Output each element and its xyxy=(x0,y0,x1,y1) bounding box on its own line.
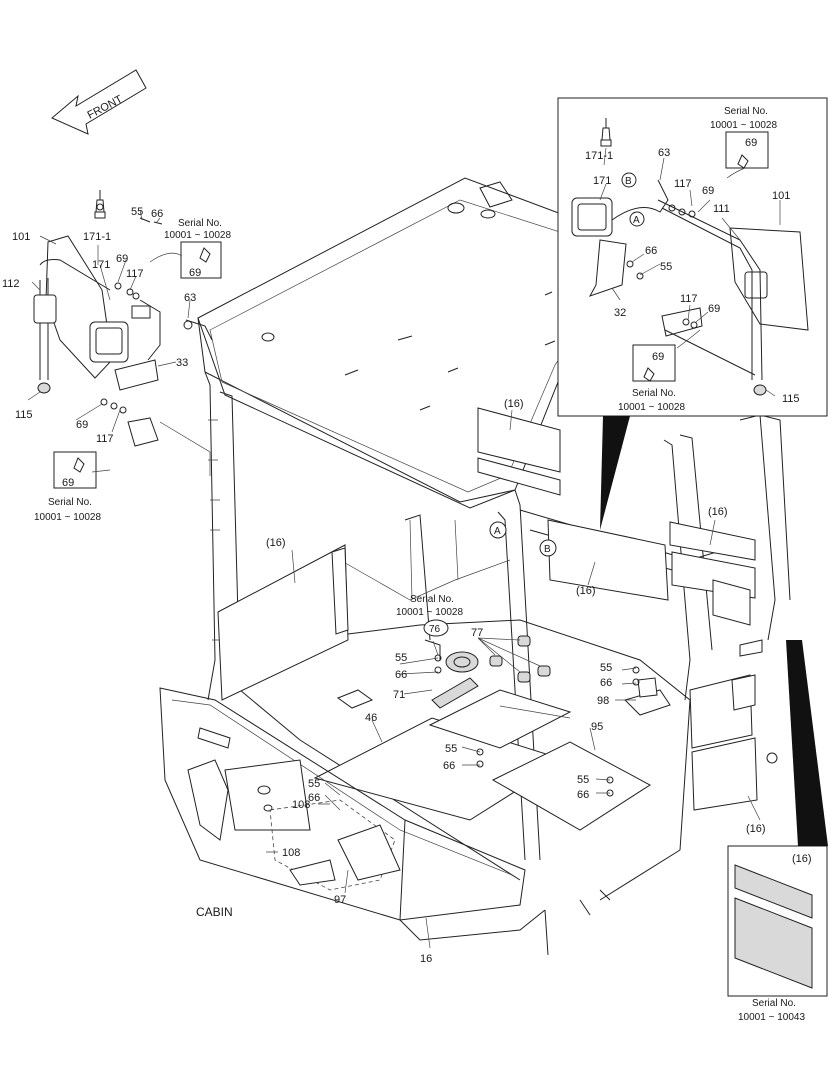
callout-76: 76 xyxy=(429,624,441,635)
callout-55: 55 xyxy=(660,261,672,273)
callout-55: 55 xyxy=(577,774,589,786)
rear-pad-16 xyxy=(547,519,669,601)
callout-117: 117 xyxy=(674,178,692,190)
callout-16: (16) xyxy=(266,537,286,549)
callout-16: (16) xyxy=(576,585,596,597)
left-pad-16 xyxy=(217,544,349,701)
seat-mounts-77 xyxy=(489,635,551,683)
marker-b: B xyxy=(625,176,632,187)
callout-97: 97 xyxy=(334,894,346,906)
callout-77: 77 xyxy=(471,627,483,639)
marker-a: A xyxy=(633,215,640,226)
callout-16: (16) xyxy=(708,506,728,518)
callout-16: (16) xyxy=(504,398,524,410)
callout-32: 32 xyxy=(614,307,626,319)
circle-marker xyxy=(423,619,449,637)
callout-98: 98 xyxy=(597,695,609,707)
callout-108: 108 xyxy=(282,847,300,859)
callout-66: 66 xyxy=(151,208,163,220)
callout-117: 117 xyxy=(680,293,698,305)
callout-66: 66 xyxy=(577,789,589,801)
callout-115: 115 xyxy=(782,393,800,405)
bulb-icon xyxy=(94,190,106,219)
diagram-caption: CABIN xyxy=(196,905,233,919)
callout-66: 66 xyxy=(395,669,407,681)
callout-69: 69 xyxy=(76,419,88,431)
serial-note-line2: 10001 ~ 10028 xyxy=(618,402,685,413)
left-mirror-assembly xyxy=(27,190,222,489)
callout-117: 117 xyxy=(126,268,144,280)
callout-69: 69 xyxy=(708,303,720,315)
callout-66: 66 xyxy=(600,677,612,689)
callout-66: 66 xyxy=(308,792,320,804)
callout-16: (16) xyxy=(746,823,766,835)
circle-marker xyxy=(621,172,637,188)
callout-55: 55 xyxy=(600,662,612,674)
callout-69: 69 xyxy=(702,185,714,197)
callout-16: (16) xyxy=(792,853,812,865)
callout-69: 69 xyxy=(62,477,74,489)
callout-69: 69 xyxy=(189,267,201,279)
circle-marker xyxy=(539,539,557,557)
serial-note-line2: 10001 ~ 10028 xyxy=(396,607,463,618)
callout-171: 171 xyxy=(593,175,611,187)
callout-66: 66 xyxy=(443,760,455,772)
serial-note-line1: Serial No. xyxy=(632,388,676,399)
callout-69: 69 xyxy=(116,253,128,265)
marker-a: A xyxy=(494,526,501,537)
callout-69: 69 xyxy=(745,137,757,149)
callout-63: 63 xyxy=(658,147,670,159)
callout-69: 69 xyxy=(652,351,664,363)
cabin-body xyxy=(159,177,791,956)
callout-55: 55 xyxy=(395,652,407,664)
callout-71: 71 xyxy=(393,689,405,701)
serial-note-line1: Serial No. xyxy=(178,218,222,229)
callout-171: 171 xyxy=(92,259,110,271)
serial-note-line2: 10001 ~ 10028 xyxy=(164,230,231,241)
callout-55: 55 xyxy=(131,206,143,218)
floor-mat-95 xyxy=(491,741,651,831)
callout-111: 111 xyxy=(713,203,730,215)
floor-grommet-76 xyxy=(445,651,479,673)
callout-63: 63 xyxy=(184,292,196,304)
circle-marker xyxy=(489,521,507,539)
callout-33: 33 xyxy=(176,357,188,369)
callout-66: 66 xyxy=(645,245,657,257)
circle-marker xyxy=(629,211,645,227)
serial-note-line1: Serial No. xyxy=(410,594,454,605)
callout-115: 115 xyxy=(15,409,33,421)
serial-note-line2: 10001 ~ 10028 xyxy=(710,120,777,131)
serial-note-line2: 10001 ~ 10028 xyxy=(34,512,101,523)
serial-note-line1: Serial No. xyxy=(752,998,796,1009)
callout-112: 112 xyxy=(2,278,20,290)
callout-55: 55 xyxy=(445,743,457,755)
callout-171-1: 171-1 xyxy=(585,150,613,162)
callout-171-1: 171-1 xyxy=(83,231,111,243)
callout-108: 108 xyxy=(292,799,310,811)
callout-95: 95 xyxy=(591,721,603,733)
serial-note-line1: Serial No. xyxy=(48,497,92,508)
callout-55: 55 xyxy=(308,778,320,790)
callout-46: 46 xyxy=(365,712,377,724)
callout-101: 101 xyxy=(772,190,790,202)
callout-16: 16 xyxy=(420,953,432,965)
pads-box xyxy=(727,640,828,997)
front-arrow-icon: FRONT xyxy=(51,69,147,135)
serial-note-line1: Serial No. xyxy=(724,106,768,117)
front-label: FRONT xyxy=(86,93,125,122)
serial-note-line2: 10001 ~ 10043 xyxy=(738,1012,805,1023)
labels: CABIN 101 112 115 171-1 171 55 66 69 117… xyxy=(2,106,812,1023)
callout-117: 117 xyxy=(96,433,114,445)
callout-101: 101 xyxy=(12,231,30,243)
mirror-inset xyxy=(557,97,828,530)
marker-b: B xyxy=(544,544,551,555)
